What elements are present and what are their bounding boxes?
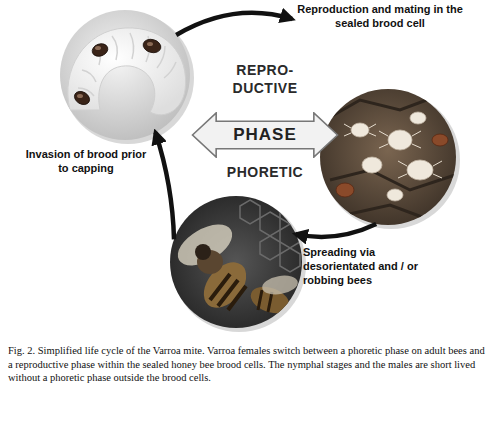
photo-circle: Spreading via desorientated and / or rob… (170, 196, 302, 328)
cycle-arrow (176, 13, 292, 35)
step-label: Invasion of brood prior to capping (20, 148, 152, 176)
photo-circle: Reproduction and mating in the sealed br… (320, 89, 456, 225)
photo-circle: Invasion of brood prior to capping (60, 10, 190, 140)
cycle-arrow (296, 224, 376, 237)
bees-photo (168, 194, 304, 330)
phase-name: PHORETIC (200, 164, 330, 182)
figure-caption: Fig. 2. Simplified life cycle of the Var… (8, 344, 485, 385)
phase-name: REPRO- DUCTIVE (222, 62, 308, 97)
phase-name-text: REPRO- DUCTIVE (222, 62, 308, 97)
step-label: Reproduction and mating in the sealed br… (292, 3, 468, 31)
step-text: Reproduction and mating in the sealed br… (292, 3, 468, 31)
phase-name-text: PHORETIC (200, 164, 330, 182)
step-label: Spreading via desorientated and / or rob… (303, 246, 443, 287)
step-text: Invasion of brood prior to capping (20, 148, 152, 176)
larva-photo (55, 5, 195, 145)
caption-text: Fig. 2. Simplified life cycle of the Var… (8, 344, 485, 385)
double-arrow-outline (192, 113, 337, 157)
step-text: Spreading via desorientated and / or rob… (303, 246, 443, 287)
cycle-arrow (156, 132, 175, 239)
brood-cell-photo (318, 87, 458, 227)
phase-title: PHASE (233, 125, 297, 145)
phase-arrow: PHASE (191, 112, 339, 158)
